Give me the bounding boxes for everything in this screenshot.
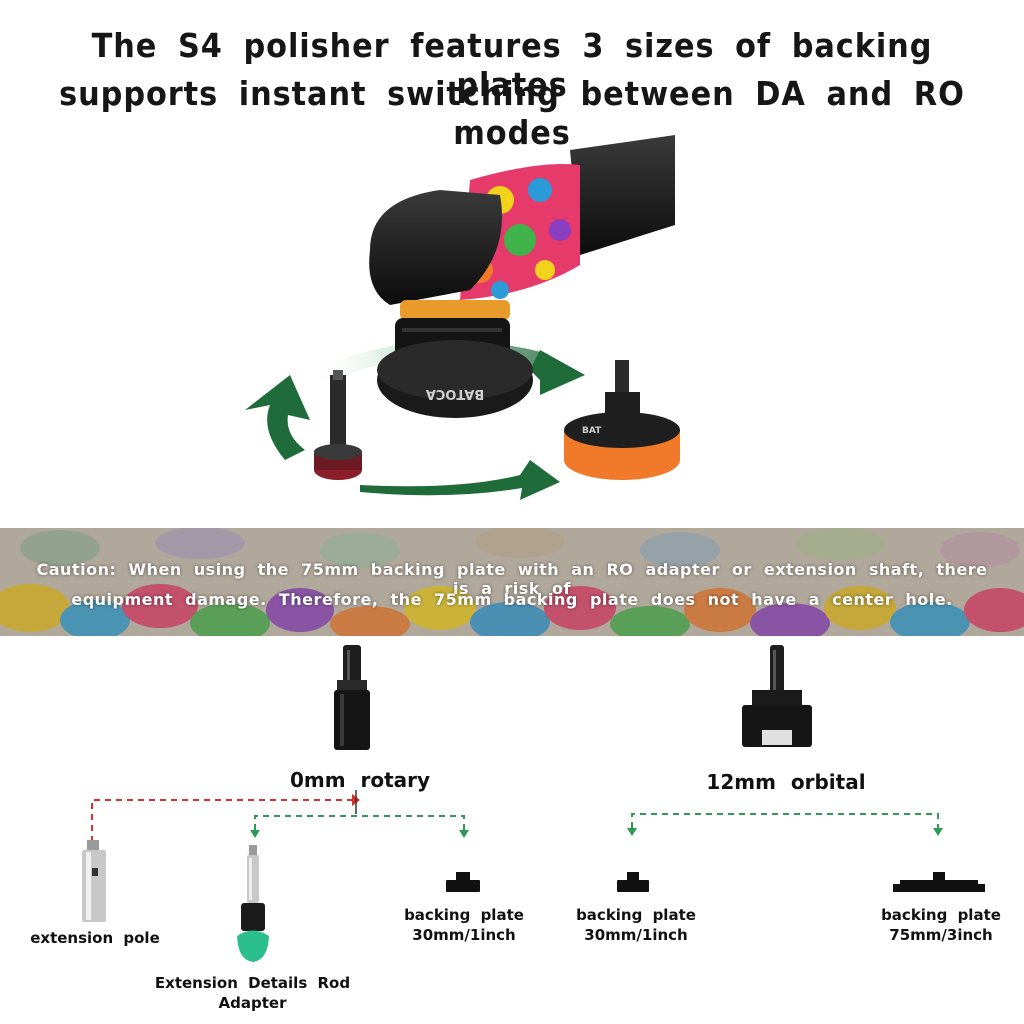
headline-line-2: supports instant switching between DA an…	[59, 74, 965, 152]
polisher-handle	[570, 135, 675, 255]
rod-adapter-label: Extension Details Rod Adapter	[154, 974, 351, 1012]
polisher-head	[369, 190, 502, 305]
extension-pole-image	[82, 840, 106, 922]
rotary-green-connector	[254, 815, 465, 830]
plate-75-line-1: backing plate	[881, 906, 1001, 924]
plate-rot-30-label: backing plate 30mm/1inch	[394, 905, 534, 945]
plate-orb-30-label: backing plate 30mm/1inch	[566, 905, 706, 945]
orbital-green-connector	[631, 813, 939, 828]
plate-rot-30-line-1: backing plate	[404, 906, 524, 924]
rod-adapter-image	[237, 845, 269, 962]
adapter-diagram	[82, 645, 985, 962]
pad-text: BAT	[582, 426, 602, 436]
rotation-arrow-right	[530, 350, 585, 395]
orbital-mode-label: 12mm orbital	[706, 770, 866, 794]
brand-text: BATOCA	[426, 386, 484, 401]
rotation-arrow-bottom	[360, 460, 560, 500]
orbital-adapter-image	[742, 645, 812, 747]
plate-75-label: backing plate 75mm/3inch	[870, 905, 1012, 945]
mosaic-background	[0, 528, 1024, 636]
plate-rot-30-line-2: 30mm/1inch	[412, 926, 516, 944]
headline-line-1: The S4 polisher features 3 sizes of back…	[91, 26, 933, 104]
caution-text-line-2: equipment damage. Therefore, the 75mm ba…	[71, 590, 953, 609]
plate-orb-30-line-2: 30mm/1inch	[584, 926, 688, 944]
plate-orb-30-line-1: backing plate	[576, 906, 696, 924]
polisher-illustration: BATOCA BAT	[245, 135, 680, 500]
caution-text-line-1: Caution: When using the 75mm backing pla…	[36, 560, 988, 598]
rotation-arrow-left	[245, 375, 310, 460]
caution-banner: Caution: When using the 75mm backing pla…	[0, 528, 1024, 636]
plate-75-icon	[893, 872, 985, 892]
plate-rot-30-icon	[446, 872, 480, 892]
red-dashed-connector	[91, 799, 352, 842]
rotary-adapter-image	[334, 645, 370, 750]
rotary-mode-label: 0mm rotary	[289, 768, 431, 792]
extension-pole-label: extension pole	[30, 929, 160, 947]
plate-orb-30-icon	[617, 872, 649, 892]
plate-75-line-2: 75mm/3inch	[889, 926, 993, 944]
